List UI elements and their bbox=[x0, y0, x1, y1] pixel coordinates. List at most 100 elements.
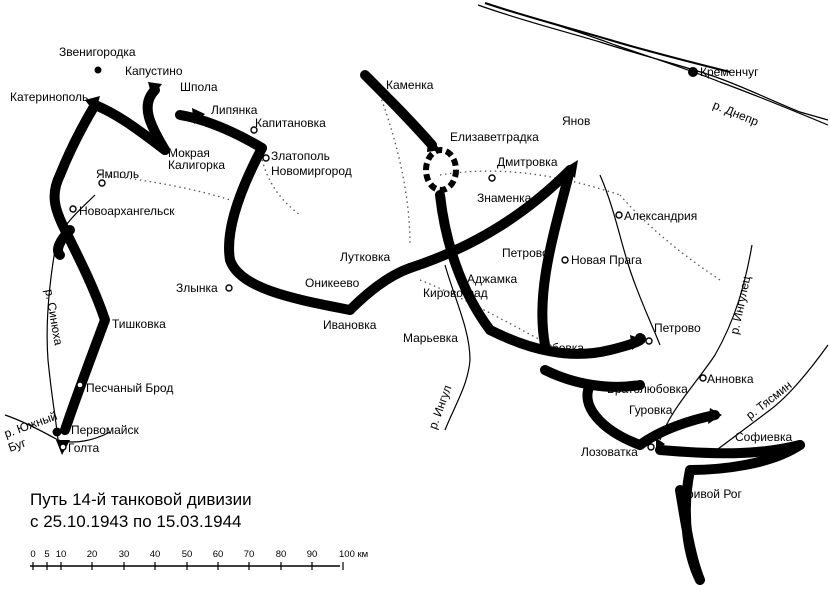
arrowhead-lipyanka bbox=[192, 108, 205, 124]
label-adzhamka: Аджамка bbox=[467, 272, 517, 286]
label-ivanovka: Ивановка bbox=[323, 318, 377, 332]
label-onikeevo: Оникеево bbox=[305, 276, 360, 290]
route-segment-west-2 bbox=[55, 100, 100, 180]
town-markers bbox=[52, 66, 707, 451]
marker-petrovo-2 bbox=[645, 337, 653, 345]
label-sofievka: Софиевка bbox=[735, 430, 792, 444]
scale-tick-label: 70 bbox=[244, 549, 255, 560]
label-tishkovka: Тишковка bbox=[112, 317, 166, 331]
marker-kremenchug bbox=[688, 67, 698, 77]
route-segment-south-5 bbox=[675, 440, 805, 585]
label-novomirgorod: Новомиргород bbox=[271, 164, 352, 178]
scale-tick-label: 50 bbox=[182, 549, 193, 560]
river-dnepr-bank bbox=[499, 7, 829, 126]
scale-tick-label: 20 bbox=[87, 549, 98, 560]
marker-novaya-praga bbox=[561, 256, 569, 264]
label-river-dnepr: р. Днепр bbox=[711, 98, 761, 129]
scale-tick-label: 0 bbox=[30, 549, 35, 560]
arrowhead-sofievka bbox=[656, 438, 665, 452]
arrowhead-petrovo bbox=[630, 335, 645, 350]
route-segment-west-8 bbox=[53, 225, 75, 260]
label-aleksandriya: Александрия bbox=[624, 209, 697, 223]
route-segment-west-6 bbox=[224, 143, 355, 315]
arrowhead-katerinopol bbox=[85, 96, 100, 113]
river-dnepr bbox=[477, 4, 829, 121]
scale-ticks bbox=[32, 562, 344, 570]
railway-dnepr-bank bbox=[484, 2, 731, 73]
river-sinyukha bbox=[46, 194, 96, 441]
scale-tick-label: 80 bbox=[276, 549, 287, 560]
place-labels: Звенигородка Капустино Катеринополь Шпол… bbox=[10, 45, 792, 501]
label-elizavetgradka: Елизаветградка bbox=[450, 130, 539, 144]
marker-anovka bbox=[699, 374, 707, 382]
label-zlynka: Злынка bbox=[176, 281, 218, 295]
label-petrovo-2: Петрово bbox=[654, 321, 701, 335]
river-misc-1 bbox=[599, 174, 661, 346]
arrowhead-dmitrovka bbox=[565, 160, 578, 178]
road-5 bbox=[619, 194, 721, 281]
marker-aleksandriya bbox=[615, 211, 623, 219]
scale-tick-label: 60 bbox=[213, 549, 224, 560]
label-novoarkhangelsk: Новоархангельск bbox=[79, 204, 175, 218]
label-krivoy-rog: Кривой Рог bbox=[680, 487, 742, 501]
label-bratolyubovka: Братолюбовка bbox=[607, 382, 688, 396]
route-segment-south-2 bbox=[582, 380, 645, 450]
scale-tick-label: 10 bbox=[56, 549, 67, 560]
label-lipyanka: Липянка bbox=[211, 103, 258, 117]
label-petrovo-1: Петрово bbox=[502, 246, 549, 260]
encirclement-elizavetgradka bbox=[423, 147, 459, 193]
label-zvenigorodka: Звенигородка bbox=[59, 45, 136, 59]
arrowhead-shpola bbox=[148, 82, 162, 97]
scale-tick-label: 40 bbox=[150, 549, 161, 560]
route-segment-center-3 bbox=[435, 190, 495, 335]
label-kapitanovka: Капитановка bbox=[255, 116, 326, 130]
label-kamenka: Каменка bbox=[386, 78, 434, 92]
label-gurovka: Гуровка bbox=[629, 403, 673, 417]
label-novaya-praga: Новая Прага bbox=[571, 253, 642, 267]
river-ingul bbox=[444, 264, 471, 431]
river-tyasmin bbox=[709, 344, 829, 456]
marker-kapitanovka bbox=[250, 126, 258, 134]
label-mokraya: Мокрая bbox=[168, 146, 210, 160]
river-ingulets bbox=[659, 244, 753, 441]
scale-tick-label: 90 bbox=[307, 549, 318, 560]
road-2 bbox=[439, 170, 621, 196]
marker-dmitrovka bbox=[488, 174, 496, 182]
marker-golta bbox=[59, 443, 67, 451]
map-title: Путь 14-й танковой дивизии с 25.10.1943 … bbox=[30, 490, 252, 531]
route-segment-west-7 bbox=[345, 263, 415, 315]
label-yampol: Ямполь bbox=[96, 167, 139, 181]
title-line-2: с 25.10.1943 по 15.03.1944 bbox=[30, 512, 242, 531]
label-river-ingulets: р. Ингулец bbox=[727, 275, 753, 336]
label-znamenka: Знаменка bbox=[477, 191, 532, 205]
label-zlatopol: Златополь bbox=[271, 149, 330, 163]
label-kremenchug: Кременчуг bbox=[700, 65, 759, 79]
marker-zvenigorodka bbox=[94, 66, 102, 74]
road-6 bbox=[259, 149, 301, 216]
route-segment-center-2 bbox=[537, 165, 575, 350]
label-river-ingul: р. Ингул bbox=[426, 383, 455, 431]
route-segment-center-1 bbox=[405, 165, 575, 273]
road-1 bbox=[99, 174, 231, 201]
route-segment-south-3 bbox=[635, 410, 720, 450]
marker-zlatopol bbox=[262, 154, 270, 162]
scale-tick-label: 5 bbox=[44, 549, 49, 560]
label-anovka: Анновка bbox=[707, 372, 754, 386]
title-line-1: Путь 14-й танковой дивизии bbox=[30, 490, 252, 509]
label-kaligorka: Калигорка bbox=[168, 158, 225, 172]
label-kapustino: Капустино bbox=[125, 64, 183, 78]
label-river-sinyukha: р. Синюха bbox=[42, 288, 66, 347]
label-gubovka: Губовка bbox=[540, 341, 584, 355]
scale-tick-label: 100 км bbox=[339, 549, 368, 560]
marker-peschany-brod bbox=[76, 381, 84, 389]
label-pervomaisk: Первомайск bbox=[71, 423, 140, 437]
route-segment-kamenka bbox=[360, 70, 437, 150]
label-shpola: Шпола bbox=[180, 80, 218, 94]
label-dmitrovka: Дмитровка bbox=[497, 155, 558, 169]
marker-yampol bbox=[98, 179, 106, 187]
arrowheads-layer bbox=[56, 82, 722, 455]
route-layer bbox=[49, 70, 805, 585]
